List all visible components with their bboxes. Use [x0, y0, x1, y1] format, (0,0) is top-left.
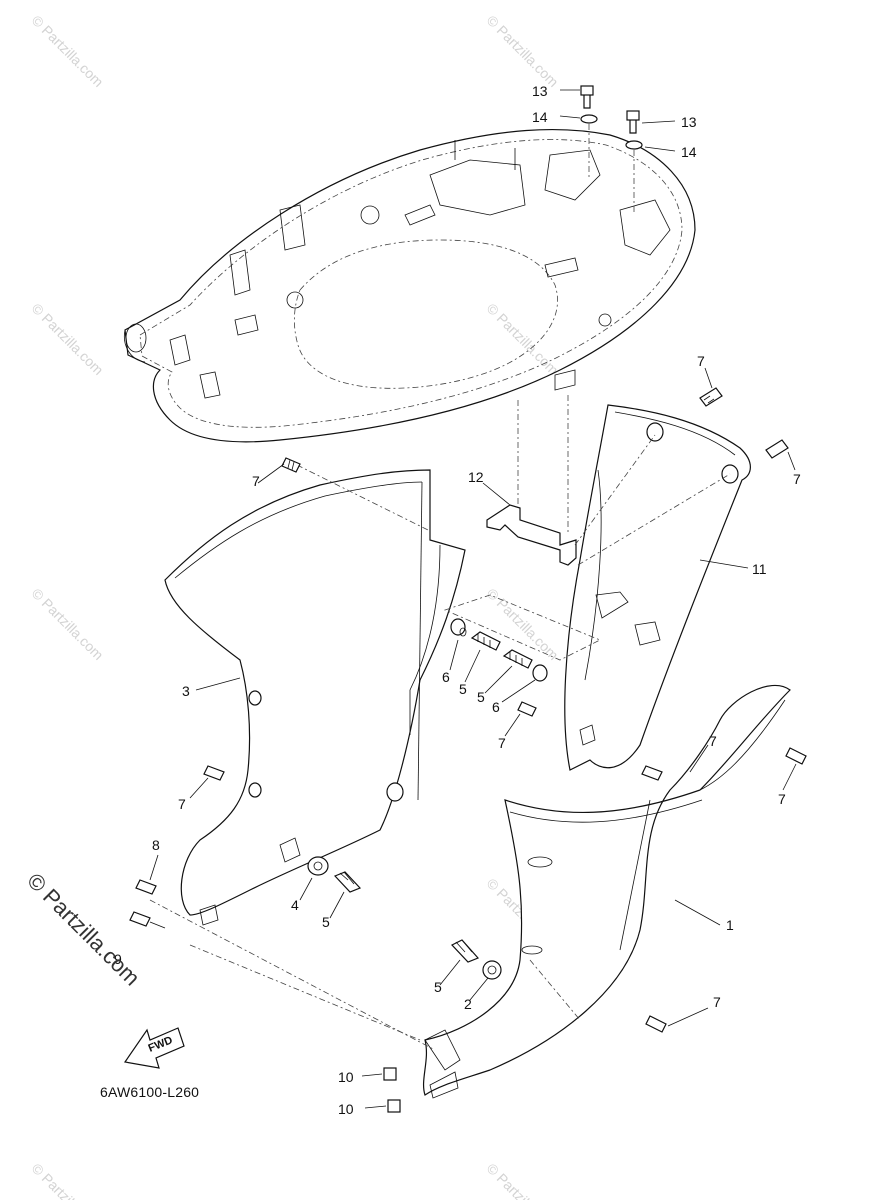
callout-13: 13	[532, 83, 548, 99]
bolt-7	[203, 765, 225, 781]
callout-10: 10	[338, 1101, 354, 1117]
callout-7: 7	[778, 791, 786, 807]
side-cover-11	[564, 404, 751, 771]
grommet-4	[307, 856, 329, 876]
pin-5-c	[333, 871, 362, 893]
washer-14-right	[625, 140, 643, 150]
bolt-8	[135, 879, 157, 895]
pin-5-b	[502, 649, 533, 669]
callout-7: 7	[697, 353, 705, 369]
bolt-7	[641, 765, 663, 781]
grommet-6-right	[532, 664, 548, 682]
callout-13: 13	[681, 114, 697, 130]
bolt-7	[517, 701, 537, 717]
callout-7: 7	[252, 473, 260, 489]
callout-7: 7	[793, 471, 801, 487]
grommet-6-left	[450, 618, 467, 637]
callout-2: 2	[464, 996, 472, 1012]
bolt-7	[699, 387, 723, 407]
front-cover-1	[422, 684, 791, 1099]
diagram-code: 6AW6100-L260	[100, 1084, 200, 1100]
leader-lines	[149, 89, 797, 1109]
callout-4: 4	[291, 897, 299, 913]
washer-14-upper	[580, 114, 598, 124]
grommet-2	[482, 960, 502, 980]
callout-7: 7	[178, 796, 186, 812]
bottom-cowling	[123, 128, 696, 443]
nut-10-lower	[387, 1099, 401, 1113]
bracket-12	[486, 395, 577, 566]
callout-11: 11	[752, 561, 767, 577]
callout-7: 7	[713, 994, 721, 1010]
callout-1: 1	[726, 917, 734, 933]
callout-12: 12	[468, 469, 484, 485]
bolt-9	[129, 911, 166, 929]
callout-5: 5	[477, 689, 485, 705]
nut-10-upper	[383, 1067, 397, 1081]
callout-3: 3	[182, 683, 190, 699]
callout-7: 7	[498, 735, 506, 751]
bolt-7	[765, 439, 789, 459]
assembly-line	[189, 944, 421, 1041]
bolt-13-right	[626, 110, 640, 134]
callout-6: 6	[442, 669, 450, 685]
assembly-line	[443, 594, 601, 661]
callout-7: 7	[709, 733, 717, 749]
callout-14: 14	[681, 144, 697, 160]
bolt-7	[645, 1015, 667, 1033]
bolt-13-upper	[580, 85, 594, 109]
callout-10: 10	[338, 1069, 354, 1085]
fwd-arrow-icon	[123, 1027, 185, 1069]
pin-5-d	[451, 939, 480, 963]
callout-9: 9	[114, 951, 122, 967]
bolt-7	[785, 747, 807, 765]
callout-14: 14	[532, 109, 548, 125]
callout-8: 8	[152, 837, 160, 853]
side-cover-3	[164, 464, 466, 926]
callout-5: 5	[459, 681, 467, 697]
pin-5-a	[470, 631, 501, 651]
callout-6: 6	[492, 699, 500, 715]
bolt-7	[281, 457, 301, 473]
callout-5: 5	[322, 914, 330, 930]
assembly-line	[149, 899, 436, 1051]
callout-5: 5	[434, 979, 442, 995]
